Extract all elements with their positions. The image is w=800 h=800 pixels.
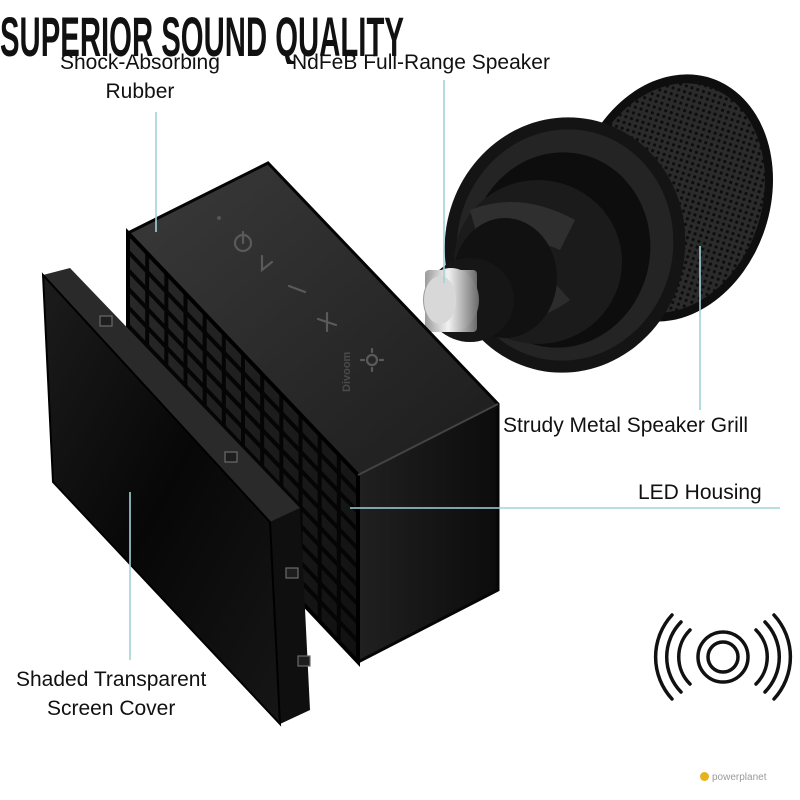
headline: SUPERIOR SOUND QUALITY (0, 7, 404, 64)
brand-mark: Divoom (341, 351, 353, 392)
grid-line (128, 287, 358, 532)
speaker-driver (423, 117, 686, 373)
grid-line (128, 324, 358, 569)
grill-callout: Strudy Metal Speaker Grill (503, 414, 749, 437)
grid-line (128, 305, 358, 551)
cover-clip (224, 451, 238, 463)
cover-clip (285, 567, 299, 579)
body-side-face (358, 404, 498, 662)
rubber-callout: Shock-Absorbing Rubber (60, 48, 220, 106)
screen-cover (41, 268, 311, 727)
speaker-callout: NdFeB Full-Range Speaker (292, 51, 550, 74)
led-callout: LED Housing (638, 481, 762, 504)
grid-line (128, 250, 358, 495)
light-icon (359, 347, 385, 373)
watermark-logo-icon (700, 772, 709, 781)
cover-callout-line-1: Shaded Transparent (16, 668, 207, 691)
cover-clip (297, 655, 311, 667)
indicator-dot (217, 216, 221, 220)
grid-line (128, 268, 358, 514)
headline-box: SUPERIOR SOUND QUALITY (0, 7, 404, 64)
power-icon (233, 230, 253, 253)
cover-clip (99, 315, 113, 327)
body-top-face (128, 163, 498, 475)
previous-icon (260, 254, 274, 273)
watermark: powerplanet (700, 772, 766, 783)
sound-icon (653, 613, 793, 701)
watermark-text: powerplanet (712, 772, 767, 783)
rubber-callout-line-2: Rubber (105, 80, 175, 103)
minus-icon (287, 284, 307, 294)
cover-callout-line-2: Screen Cover (46, 697, 176, 720)
plus-icon (316, 311, 338, 333)
rubber-callout-line-1: Shock-Absorbing (60, 51, 220, 74)
leader-lines (129, 80, 780, 660)
cover-callout: Shaded Transparent Screen Cover (16, 665, 206, 723)
